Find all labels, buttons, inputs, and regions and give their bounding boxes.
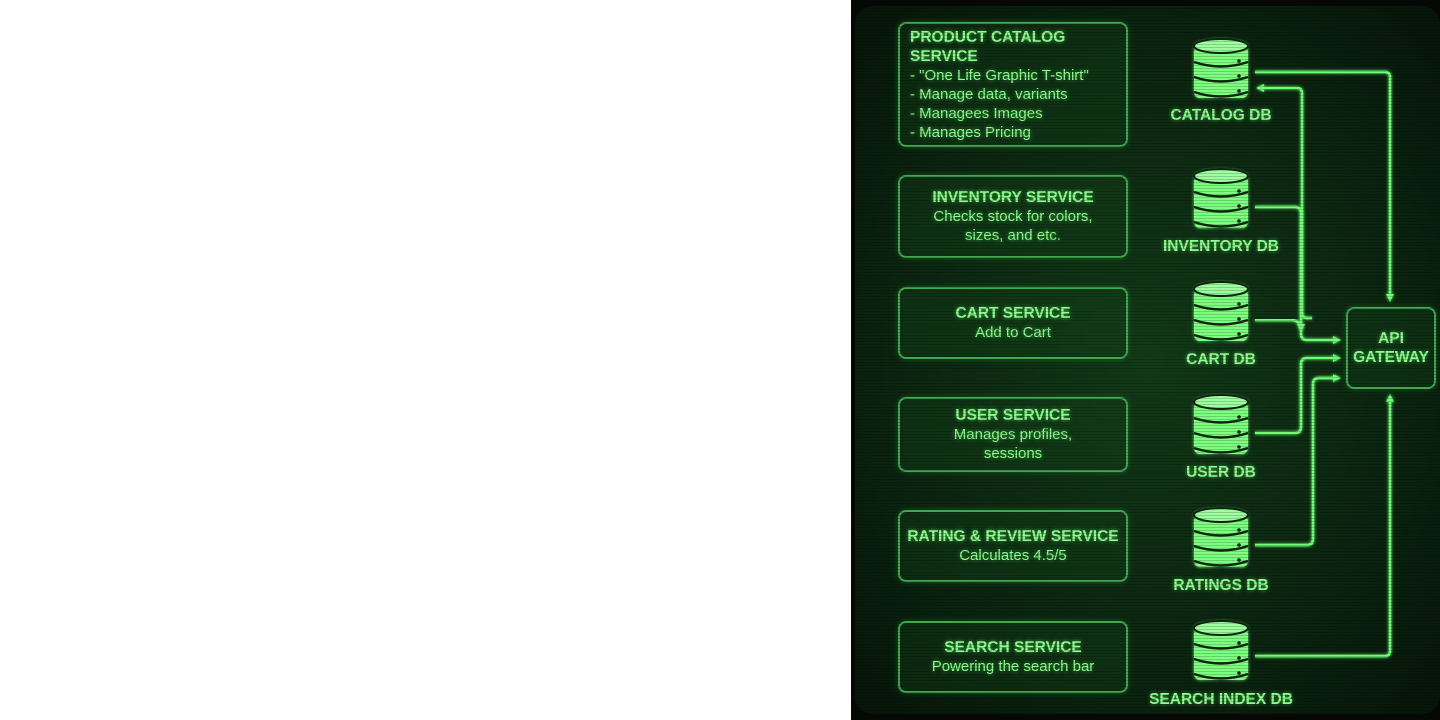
db-label: USER DB [1186,464,1256,481]
cart-to-gateway-line [1255,318,1305,332]
diagram-panel: PRODUCT CATALOG SERVICE - "One Life Grap… [855,6,1440,714]
database-icon [1193,620,1249,680]
gateway-label: API [1378,330,1404,347]
catalog-to-gateway-arrow [1255,70,1394,302]
service-desc: sizes, and etc. [965,227,1061,244]
db-label: CART DB [1186,351,1256,368]
db-label: SEARCH INDEX DB [1149,691,1293,708]
db-label: INVENTORY DB [1163,238,1279,255]
service-title: SEARCH SERVICE [944,639,1082,656]
database-icon [1193,38,1249,98]
user-to-gateway-arrow [1255,354,1341,435]
service-desc: Calculates 4.5/5 [959,547,1067,564]
service-search: SEARCH SERVICE Powering the search bar [898,621,1128,693]
gateway-label: GATEWAY [1353,349,1429,366]
db-label: RATINGS DB [1173,577,1269,594]
service-product-catalog: PRODUCT CATALOG SERVICE - "One Life Grap… [898,22,1128,147]
service-desc: Checks stock for colors, [933,208,1093,225]
crt-screen: PRODUCT CATALOG SERVICE - "One Life Grap… [851,0,1440,720]
service-desc: sessions [983,445,1043,462]
database-icon [1193,507,1249,567]
service-title: CART SERVICE [955,305,1071,322]
service-inventory: INVENTORY SERVICE Checks stock for color… [898,175,1128,258]
service-rating-review: RATING & REVIEW SERVICE Calculates 4.5/5 [898,510,1128,582]
service-title: RATING & REVIEW SERVICE [907,528,1119,545]
inventory-to-gateway-arrow [1255,205,1341,344]
service-desc: Powering the search bar [931,658,1095,675]
database-icon [1193,281,1249,341]
database-icon [1193,168,1249,228]
service-desc: - Manage data, variants [910,85,1068,103]
ratings-to-gateway-arrow [1255,374,1341,547]
service-desc: - Manages Pricing [910,123,1031,141]
service-title: PRODUCT CATALOG SERVICE [910,28,1066,65]
service-desc: - Managees Images [910,104,1043,122]
db-label: CATALOG DB [1170,107,1272,124]
service-desc: Manages profiles, [953,426,1073,443]
search-to-gateway-arrow [1255,394,1394,658]
service-desc: - "One Life Graphic T-shirt" [910,66,1089,84]
database-icon [1193,394,1249,454]
api-gateway: API GATEWAY [1346,307,1436,389]
service-desc: Add to Cart [975,324,1051,341]
service-user: USER SERVICE Manages profiles, sessions [898,397,1128,472]
service-cart: CART SERVICE Add to Cart [898,287,1128,359]
connector-layer [1130,38,1394,680]
service-title: USER SERVICE [955,407,1071,424]
service-title: INVENTORY SERVICE [932,189,1094,206]
